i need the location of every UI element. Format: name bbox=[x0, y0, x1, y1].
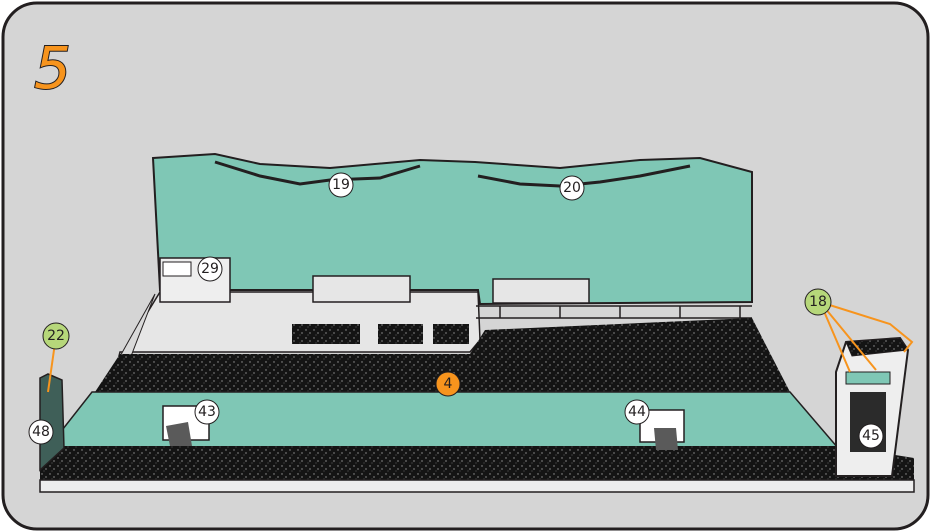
callout-29: 29 bbox=[197, 256, 223, 282]
svg-text:19: 19 bbox=[332, 177, 350, 193]
svg-text:29: 29 bbox=[201, 261, 219, 277]
callout-18: 18 bbox=[804, 288, 832, 316]
callout-20: 20 bbox=[559, 175, 585, 201]
gravel-mid bbox=[95, 318, 790, 392]
callout-44: 44 bbox=[624, 399, 650, 425]
svg-text:48: 48 bbox=[32, 424, 50, 440]
callout-45: 45 bbox=[858, 423, 884, 449]
svg-text:4: 4 bbox=[444, 376, 453, 392]
callout-4: 4 bbox=[435, 371, 461, 397]
railing bbox=[476, 305, 752, 319]
wall-panel-left bbox=[312, 275, 411, 303]
back-wall bbox=[151, 152, 753, 306]
callout-48: 48 bbox=[28, 419, 54, 445]
base-gravel bbox=[40, 446, 914, 480]
svg-text:45: 45 bbox=[862, 428, 880, 444]
floor-pad-3 bbox=[433, 324, 469, 344]
svg-text:22: 22 bbox=[47, 328, 65, 344]
left-post bbox=[39, 373, 65, 472]
svg-text:43: 43 bbox=[198, 404, 216, 420]
floor-pad-1 bbox=[292, 324, 360, 344]
wall-panel-right bbox=[492, 278, 590, 304]
svg-text:18: 18 bbox=[809, 294, 827, 310]
base-edge bbox=[39, 479, 915, 493]
callout-19: 19 bbox=[328, 172, 354, 198]
floor-pad-2 bbox=[378, 324, 423, 344]
svg-text:20: 20 bbox=[563, 180, 581, 196]
svg-text:44: 44 bbox=[628, 404, 646, 420]
callout-22: 22 bbox=[42, 322, 70, 350]
callout-18-leader bbox=[819, 301, 914, 373]
callout-43: 43 bbox=[194, 399, 220, 425]
step-number: 5 bbox=[34, 34, 71, 102]
